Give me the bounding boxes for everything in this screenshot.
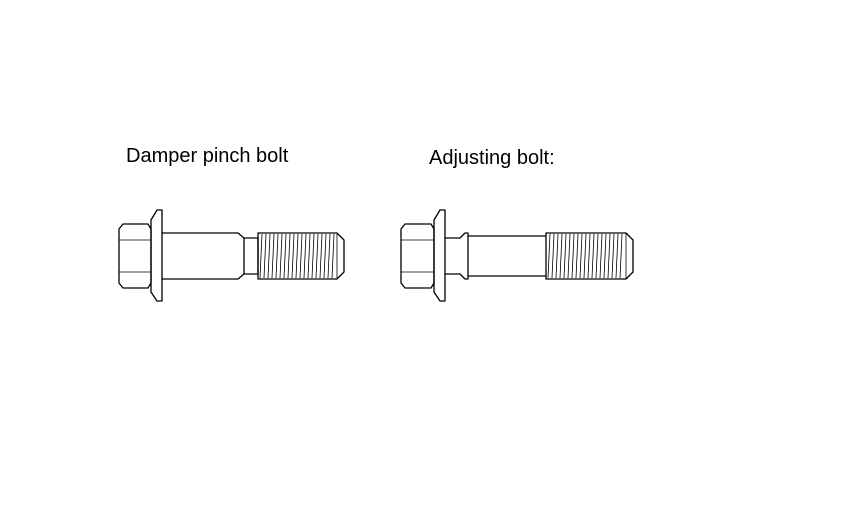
bolt-shank	[161, 232, 245, 280]
bolt-hex-head	[400, 223, 435, 289]
bolt-flange	[433, 209, 446, 302]
bolt-hex-head	[118, 223, 152, 289]
bolt-flange	[150, 209, 163, 302]
damper-pinch-bolt-drawing	[118, 209, 345, 302]
adjusting-bolt-label: Adjusting bolt:	[429, 147, 555, 169]
bolt-shank	[467, 235, 547, 277]
adjusting-bolt-drawing	[400, 209, 634, 302]
damper-pinch-bolt-label: Damper pinch bolt	[126, 145, 289, 167]
